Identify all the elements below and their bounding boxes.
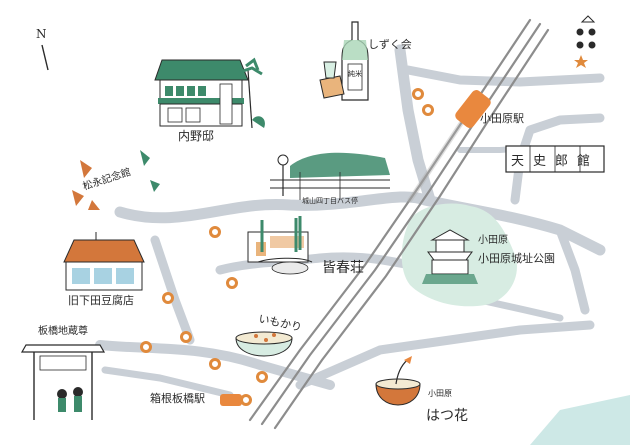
label-itabashi-jizo: 板橋地蔵尊: [38, 324, 88, 337]
road-south-east: [295, 320, 595, 390]
road-west-south: [150, 235, 195, 345]
label-kaishunso: 皆春荘: [322, 260, 364, 276]
label-castle-park-1: 小田原: [478, 234, 508, 246]
pin-old-tofu[interactable]: [162, 292, 174, 304]
label-odawara-station: 小田原駅: [480, 112, 524, 125]
tenshikaku-sign[interactable]: 天史郎館: [505, 145, 605, 173]
sea-area: [530, 395, 630, 445]
hakone-itabashi-station-marker[interactable]: [220, 394, 242, 406]
bus-stop-illustration: [270, 152, 390, 200]
label-shizukukai: しずく会: [368, 38, 412, 51]
imokari-bowl-illustration: [235, 331, 293, 357]
label-bus-stop: 城山四丁目バス停: [302, 196, 358, 205]
label-hatsuhana-odawara: 小田原: [428, 389, 452, 398]
pin-hakone-itabashi[interactable]: [256, 371, 268, 383]
kaishunso-illustration: [247, 216, 313, 275]
pin-shizukukai[interactable]: [412, 88, 424, 100]
label-tenshikaku: 天史郎館: [511, 154, 599, 169]
pin-kaishunso[interactable]: [226, 277, 238, 289]
label-imokari: いもかり: [257, 312, 303, 334]
pin-shoeikinenkan[interactable]: [209, 226, 221, 238]
north-compass: N: [36, 27, 49, 71]
road-upper-right: [403, 65, 605, 87]
itabashi-jizo-gate: [20, 344, 106, 420]
sake-bottle-icon: 純米: [341, 21, 369, 101]
pin-uchinotei[interactable]: [180, 331, 192, 343]
label-hatsuhana: はつ花: [426, 408, 468, 424]
hatsuhana-bowl-illustration: [375, 356, 421, 406]
road-lower-left-branch: [101, 366, 234, 399]
road-east-south: [555, 225, 590, 315]
sake-label-text: 純米: [348, 69, 362, 78]
star-icon: [574, 55, 588, 68]
road-network: [95, 44, 606, 399]
pin-shizukukai-2[interactable]: [422, 104, 434, 116]
compass-letter: N: [36, 27, 47, 41]
road-mid: [215, 252, 410, 275]
sake-cup-icon: [319, 61, 345, 99]
pin-south[interactable]: [240, 394, 252, 406]
road-main-arc: [114, 191, 606, 256]
road-lower-right: [476, 296, 564, 322]
odawara-station-marker[interactable]: [453, 88, 493, 130]
pin-itabashi-jizo[interactable]: [140, 341, 152, 353]
old-tofu-shop-illustration: [63, 232, 145, 291]
pin-imokari[interactable]: [209, 358, 221, 370]
label-old-tofu: 旧下田豆腐店: [68, 293, 134, 307]
location-pins: [140, 88, 434, 406]
label-hakone-itabashi: 箱根板橋駅: [150, 391, 205, 405]
autumn-leaves-icon: [72, 150, 160, 210]
legend-dots-icon: [574, 15, 596, 68]
label-uchinotei: 内野邸: [178, 129, 214, 143]
road-east-north: [510, 113, 605, 205]
label-odawara-castle-park: 小田原城址公園: [478, 251, 555, 265]
uchinotei-house-illustration: [154, 57, 265, 129]
road-southwest: [95, 340, 335, 390]
odawara-castle-illustration: [422, 229, 478, 284]
